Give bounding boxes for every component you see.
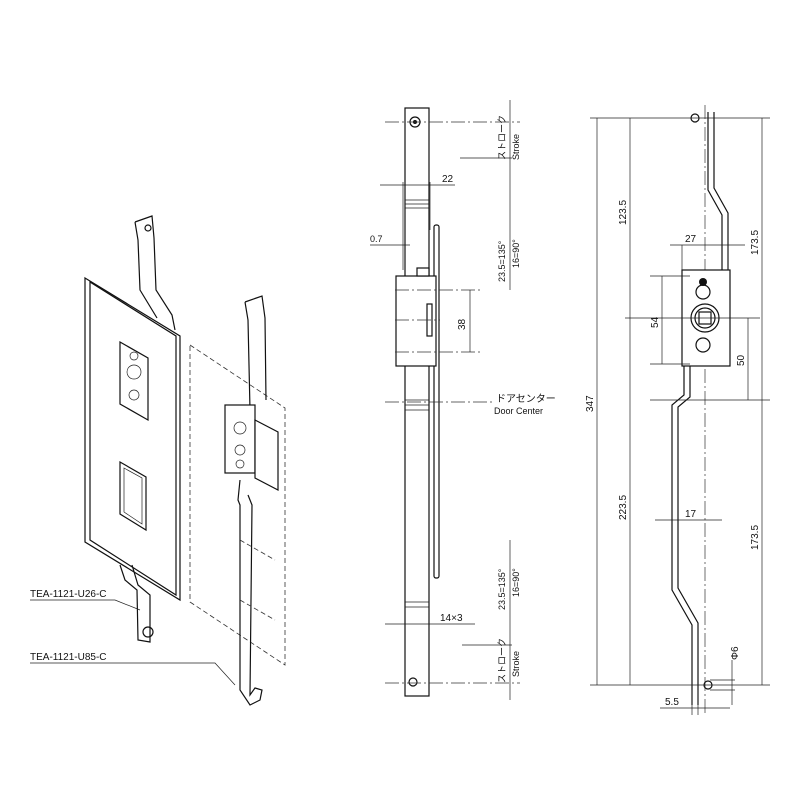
leader-rod xyxy=(30,662,236,686)
dim-offset: 0.7 xyxy=(370,234,383,244)
latch-housing xyxy=(224,404,256,474)
dim-hole-diameter: Φ6 xyxy=(730,646,741,660)
isometric-view: TEA-1121-U26-C TEA-1121-U85-C xyxy=(30,215,286,706)
stroke-label-en: Stroke xyxy=(511,134,521,160)
mounting-plate xyxy=(84,276,181,602)
dim-center-offset: 50 xyxy=(736,354,747,366)
dim-end-offset: 5.5 xyxy=(665,697,679,708)
dim-lower-length: 223.5 xyxy=(618,495,629,520)
rod-hole xyxy=(144,224,152,232)
side-view: 22 0.7 38 ストローク Stroke 23.5=135° 16=90° … xyxy=(370,100,556,700)
leader-plate xyxy=(30,599,141,611)
dim-angle-lower-b: 16=90° xyxy=(511,568,521,597)
dim-total-length: 347 xyxy=(585,395,596,412)
latch-rod xyxy=(244,295,267,411)
upper-rod xyxy=(134,215,176,331)
dim-angle-lower-a: 23.5=135° xyxy=(497,568,507,610)
dim-upper-half: 173.5 xyxy=(750,230,761,255)
dim-housing-height: 54 xyxy=(650,316,661,328)
door-center-en: Door Center xyxy=(494,406,543,416)
front-rod xyxy=(671,112,729,705)
dim-angle-upper-a: 23.5=135° xyxy=(497,240,507,282)
part-label-plate: TEA-1121-U26-C xyxy=(30,589,107,600)
stroke-label-en-lower: Stroke xyxy=(511,651,521,677)
dim-angle-upper-b: 16=90° xyxy=(511,239,521,268)
dim-housing: 38 xyxy=(457,318,468,330)
front-view: 347 123.5 223.5 173.5 173.5 27 54 50 17 … xyxy=(585,105,770,715)
door-center-jp: ドアセンター xyxy=(496,393,556,405)
stroke-label-jp-lower: ストローク xyxy=(497,638,507,683)
plate-cutout-upper xyxy=(119,340,149,422)
dim-lower-half: 173.5 xyxy=(750,525,761,550)
plate-cutout-lower xyxy=(119,460,147,532)
dim-upper-length: 123.5 xyxy=(618,200,629,225)
door-panel-outline xyxy=(189,344,286,666)
stroke-label-jp: ストローク xyxy=(497,115,507,160)
dim-bar: 14×3 xyxy=(440,613,463,624)
dim-rod-offset: 17 xyxy=(685,509,697,520)
dim-width: 22 xyxy=(442,174,454,185)
dim-housing-width: 27 xyxy=(685,234,697,245)
part-label-rod: TEA-1121-U85-C xyxy=(30,652,107,663)
